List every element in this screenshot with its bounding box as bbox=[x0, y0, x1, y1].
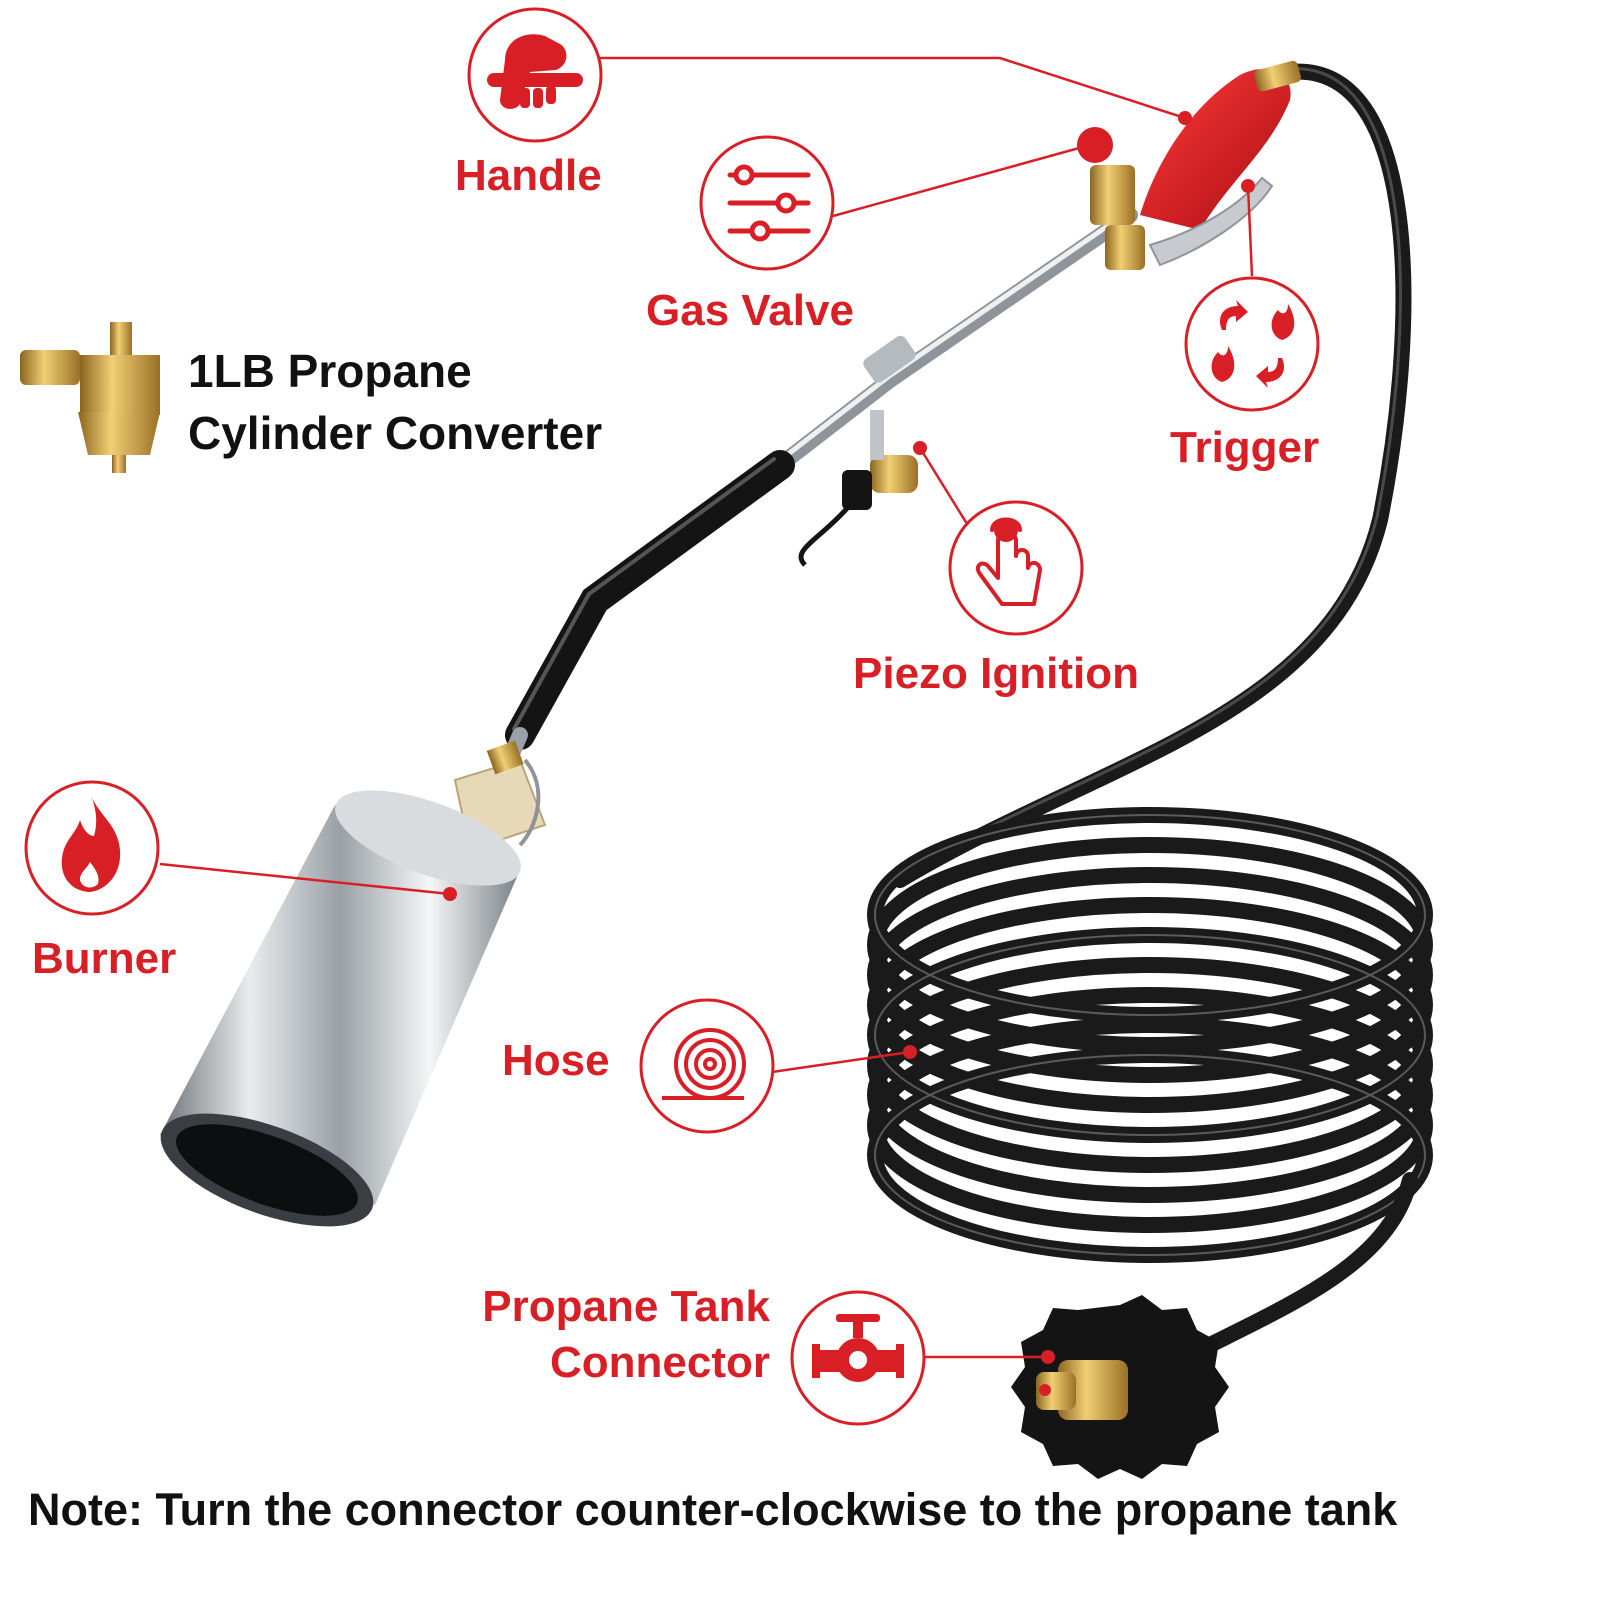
label-trigger: Trigger bbox=[1170, 423, 1320, 472]
leader-dots bbox=[443, 111, 1255, 1364]
label-piezo-ignition: Piezo Ignition bbox=[853, 649, 1139, 698]
hose bbox=[867, 63, 1433, 1353]
label-propane-tank-connector: Propane Tank Connector bbox=[410, 1282, 770, 1388]
converter-image bbox=[20, 322, 160, 473]
hose-coil bbox=[867, 807, 1433, 1263]
burner bbox=[160, 740, 547, 1227]
sliders-icon bbox=[727, 164, 811, 242]
converter-title-line1: 1LB Propane bbox=[188, 345, 472, 397]
propane-tank-connector bbox=[1011, 1295, 1229, 1479]
label-gas-valve: Gas Valve bbox=[646, 286, 854, 335]
label-burner: Burner bbox=[32, 934, 177, 983]
converter-title-line2: Cylinder Converter bbox=[188, 407, 603, 459]
converter-title: 1LB Propane Cylinder Converter bbox=[188, 340, 602, 464]
label-handle: Handle bbox=[455, 151, 602, 200]
flame-cycle-icon bbox=[1211, 300, 1295, 388]
hose-coil-icon bbox=[662, 1028, 746, 1100]
trigger bbox=[1148, 176, 1274, 267]
torch-handle bbox=[1140, 60, 1301, 230]
note-text: Note: Turn the connector counter-clockwi… bbox=[28, 1484, 1398, 1535]
label-propane-tank-connector-line1: Propane Tank bbox=[482, 1282, 770, 1331]
fist-icon bbox=[487, 34, 583, 109]
icon-circles bbox=[24, 7, 1320, 1426]
label-propane-tank-connector-line2: Connector bbox=[550, 1338, 770, 1388]
label-hose: Hose bbox=[502, 1036, 610, 1085]
tap-finger-icon bbox=[975, 517, 1042, 606]
leader-lines bbox=[159, 56, 1254, 1359]
torch-wand bbox=[497, 207, 1138, 778]
flame-icon bbox=[61, 798, 121, 892]
valve-icon bbox=[812, 1314, 904, 1382]
